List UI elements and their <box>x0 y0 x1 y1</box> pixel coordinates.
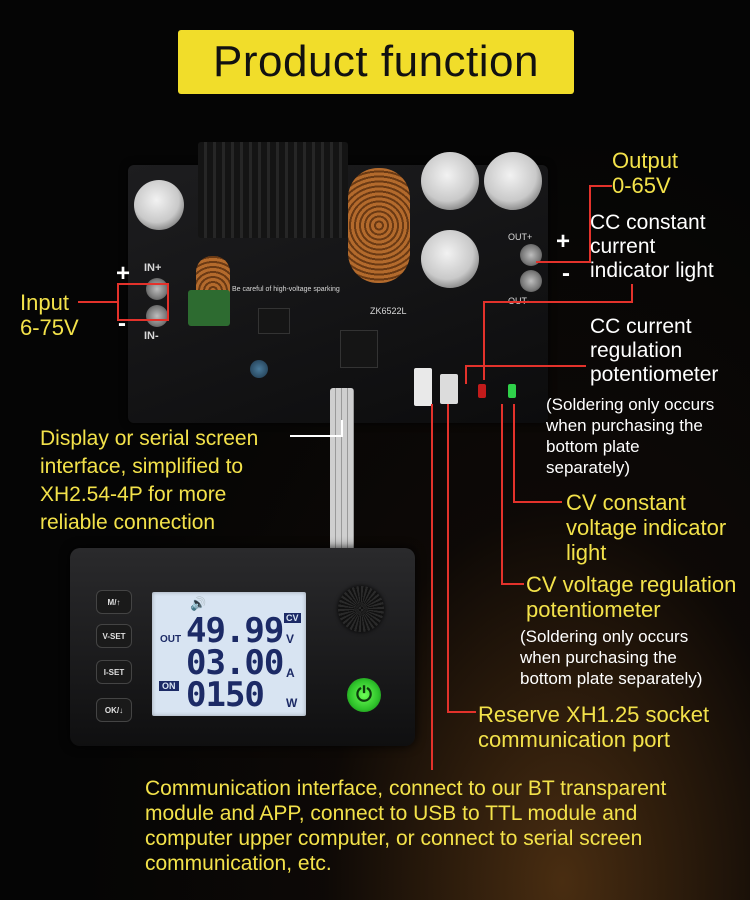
lcd-voltage-value: 49.99 <box>186 611 284 651</box>
cc-pot-callout-line <box>465 365 586 384</box>
lcd-power-value: 0150 <box>186 675 265 715</box>
capacitor-2 <box>421 152 479 210</box>
pcb-out-plus: OUT+ <box>508 232 533 242</box>
output-callout-line <box>536 185 612 263</box>
cv-pot-note: (Soldering only occurs when purchasing t… <box>520 627 703 688</box>
display-interface-callout-line <box>290 420 343 437</box>
title-banner: Product function <box>178 30 574 94</box>
cv-indicator-label: CV constant voltage indicator light <box>566 490 727 565</box>
cv-indicator-callout-line <box>513 404 562 503</box>
output-label: Output 0-65V <box>612 148 679 198</box>
xh125-socket <box>414 368 432 406</box>
pcb-in-plus: IN+ <box>144 262 162 274</box>
pcb-model-label: ZK6522L <box>370 306 407 316</box>
driver-chip <box>258 308 290 334</box>
reserve-port-label: Reserve XH1.25 socket communication port <box>478 702 710 752</box>
cc-indicator-callout-line <box>483 284 633 380</box>
reserve-port-callout-line <box>447 404 476 713</box>
lcd-out-label: OUT <box>160 634 182 645</box>
lcd-power-unit: W <box>286 696 298 710</box>
i-set-button[interactable]: I-SET <box>96 660 132 684</box>
cc-indicator-label: CC constant current indicator light <box>590 211 714 282</box>
ribbon-cable <box>330 388 354 552</box>
capacitor-small <box>250 360 268 378</box>
v-set-button[interactable]: V-SET <box>96 624 132 648</box>
capacitor-1 <box>134 180 184 230</box>
lcd-screen <box>152 592 306 716</box>
cv-pot-label: CV voltage regulation potentiometer <box>526 572 737 622</box>
input-minus-sign: - <box>118 310 126 337</box>
cv-indicator-led <box>508 384 516 398</box>
cc-pot-note: (Soldering only occurs when purchasing t… <box>546 395 715 477</box>
rotary-knob[interactable] <box>338 586 384 632</box>
pcb-in-minus: IN- <box>144 330 159 342</box>
pcb-warning-label: Be careful of high-voltage sparking <box>232 286 340 293</box>
cc-indicator-led <box>478 384 486 398</box>
input-terminal-minus <box>146 305 168 327</box>
serial-connector <box>440 374 458 404</box>
mode-up-button[interactable]: M/↑ <box>96 590 132 614</box>
toroid-coil-large <box>348 168 410 283</box>
ok-down-button[interactable]: OK/↓ <box>96 698 132 722</box>
output-minus-sign: - <box>562 260 570 287</box>
input-terminals-bracket <box>117 283 169 321</box>
speaker-icon: 🔊 <box>190 596 207 611</box>
output-terminal-minus <box>520 270 542 292</box>
heatsink <box>198 142 348 238</box>
lcd-current-value: 03.00 <box>186 643 284 683</box>
mcu-chip <box>340 330 378 368</box>
page-title: Product function <box>213 37 539 86</box>
communication-label: Communication interface, connect to our … <box>145 777 667 875</box>
power-button[interactable]: ⏻ <box>347 678 381 712</box>
lcd-current-unit: A <box>286 666 295 680</box>
cv-pot-callout-line <box>501 404 524 585</box>
capacitor-3 <box>484 152 542 210</box>
power-icon: ⏻ <box>356 683 372 706</box>
input-label: Input 6-75V <box>20 290 79 340</box>
capacitor-4 <box>421 230 479 288</box>
lcd-on-badge: ON <box>159 681 179 691</box>
green-component <box>188 290 230 326</box>
display-interface-label: Display or serial screen interface, simp… <box>40 427 259 534</box>
input-plus-sign: + <box>116 260 131 287</box>
lcd-cv-badge: CV <box>284 613 301 623</box>
cc-pot-label: CC current regulation potentiometer <box>590 315 719 386</box>
lcd-voltage-unit: V <box>286 632 295 646</box>
output-plus-sign: + <box>556 228 571 255</box>
output-terminal-plus <box>520 244 542 266</box>
